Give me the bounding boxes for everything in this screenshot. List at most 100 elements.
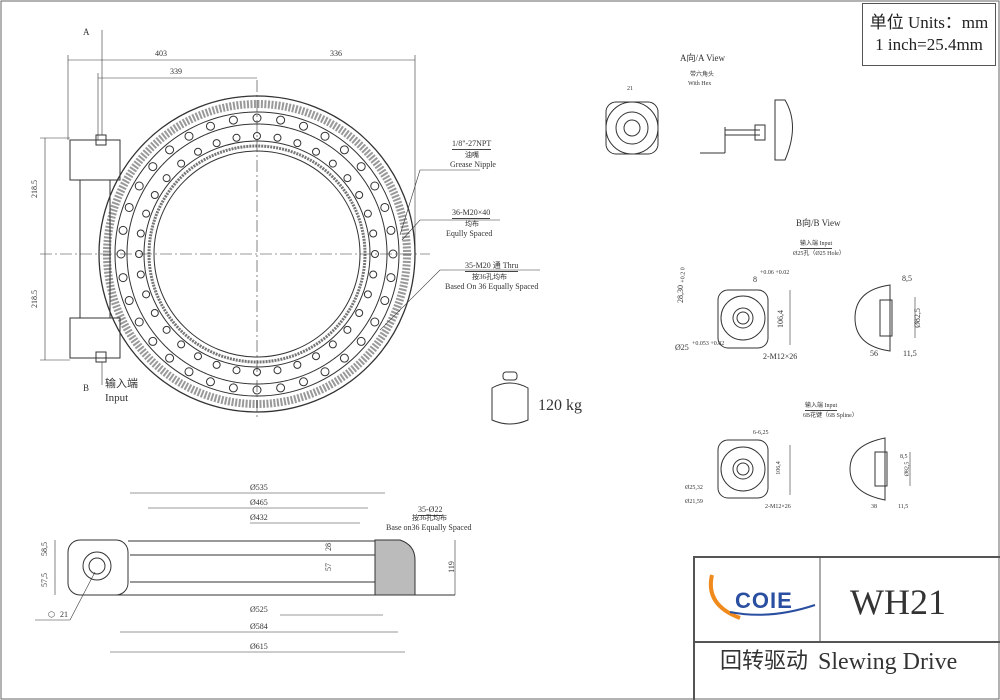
bolt-hole: [205, 121, 215, 131]
input-label-en: Input: [105, 392, 129, 404]
bolt-hole: [328, 159, 337, 168]
bolt-hole: [356, 336, 366, 346]
bolt-hole: [356, 162, 366, 172]
bolt-hole: [228, 115, 238, 125]
units-label: 单位 Units：mm: [869, 13, 989, 32]
bolt-hole: [177, 340, 186, 349]
bolt-hole: [194, 352, 202, 361]
bolt-hole: [165, 353, 175, 363]
product-name-cn: 回转驱动: [720, 648, 809, 673]
b-hole-d25: Ø25: [675, 343, 689, 352]
bolt-hole: [232, 133, 241, 142]
b-spline-d8-5: 8,5: [900, 454, 908, 460]
bolt-hole: [134, 317, 144, 327]
b-spline-line1: 输入端 Input: [805, 403, 838, 411]
dim-339: 339: [170, 67, 182, 76]
bolt-hole: [142, 290, 151, 299]
bolt-en: Eqully Spaced: [446, 229, 493, 238]
a-view-en: With Hex: [688, 81, 712, 87]
view-b-marker: B: [83, 383, 90, 393]
bolt-hole: [184, 131, 194, 141]
b-hole-d56: 56: [870, 349, 878, 358]
bolt-hole: [150, 309, 159, 317]
a-view-title: A向/A View: [680, 53, 726, 63]
b-view-hole-drawing: [717, 284, 916, 352]
grease-spec: 1/8"-27NPT: [452, 139, 492, 150]
bolt-hole: [328, 340, 337, 349]
bolt-hole: [136, 270, 145, 279]
bolt-hole: [124, 296, 134, 306]
input-label-cn: 输入端: [105, 378, 138, 390]
bolt-hole: [312, 352, 320, 361]
weight-label: 120 kg: [538, 397, 582, 414]
b-spline-d25-32: Ø25,32: [685, 485, 703, 491]
bolt-hole: [142, 209, 151, 218]
bolt-hole: [162, 325, 171, 334]
bolt-hole: [355, 191, 364, 199]
bolt-hole: [312, 147, 320, 156]
dim-d535: Ø535: [250, 483, 268, 492]
gearbox-top-view: [69, 30, 121, 385]
bolt-hole: [293, 360, 302, 369]
b-spline-m12: 2-M12×26: [765, 504, 791, 510]
side-holes-cn: 按36孔均布: [412, 514, 447, 522]
bolt-cn: 均布: [465, 220, 479, 228]
bolt-hole: [369, 270, 378, 279]
bolt-hole: [134, 181, 144, 191]
model-number: WH21: [850, 582, 946, 622]
bolt-hole: [118, 225, 128, 235]
bolt-hole: [148, 336, 158, 346]
dim-d432: Ø432: [250, 513, 268, 522]
side-holes-spec: 35-Ø22: [418, 505, 443, 516]
b-hole-d28-tol: +0.2 0: [680, 267, 687, 283]
product-name-en: Slewing Drive: [818, 649, 958, 675]
dim-336: 336: [330, 49, 342, 58]
dim-28: 28: [324, 543, 333, 551]
bolt-hole: [162, 174, 171, 183]
b-spline-line2: 6B花键（6B Spline）: [803, 413, 858, 419]
bolt-hole: [343, 325, 352, 334]
bolt-hole: [205, 377, 215, 387]
b-hole-line1: 输入端 Input: [800, 241, 833, 249]
bolt-hole: [380, 296, 390, 306]
bolt-hole: [293, 139, 302, 148]
bolt-hole: [228, 383, 238, 393]
inner-bolt-holes: [135, 132, 379, 376]
dim-d525: Ø525: [250, 605, 268, 614]
thru-spec: 35-M20 通 Thru: [465, 261, 519, 272]
weight-icon: [491, 371, 529, 425]
bolt-hole: [273, 133, 282, 142]
a-view-dim: 21: [627, 86, 633, 92]
side-view-drawing: [35, 492, 456, 653]
b-spline-d6: 6-6,25: [753, 430, 769, 436]
b-spline-d82-5: Ø82,5: [904, 461, 911, 477]
title-block: [693, 556, 1000, 700]
bolt-hole: [273, 366, 282, 375]
dim-58-5: 58,5: [40, 542, 49, 556]
bolt-hole: [386, 273, 396, 283]
bolt-hole: [320, 131, 330, 141]
bolt-hole: [276, 383, 286, 393]
dim-119: 119: [446, 561, 456, 573]
grease-en: Grease Nipple: [450, 160, 496, 169]
bolt-hole: [339, 145, 349, 155]
bolt-hole: [165, 145, 175, 155]
dim-d584: Ø584: [250, 622, 268, 631]
units-box: 单位 Units：mm 1 inch=25.4mm: [862, 3, 996, 66]
b-hole-d25-tol: +0.053 +0.02: [692, 341, 725, 347]
bolt-hole: [232, 366, 241, 375]
a-view-drawing: [605, 99, 793, 161]
brand-logo-swoosh-blue: [729, 604, 816, 616]
b-view-title: B向/B View: [796, 218, 841, 228]
b-view-spline-drawing: [717, 437, 911, 501]
b-spline-d11-5: 11,5: [898, 504, 909, 510]
thru-en: Based On 36 Equally Spaced: [445, 282, 539, 291]
dim-57-5: 57,5: [40, 573, 49, 587]
b-hole-d82-5: Ø82,5: [912, 308, 922, 328]
b-spline-d106: 106,4: [775, 461, 782, 475]
a-view-cn: 带六角头: [690, 72, 715, 78]
bolt-hole: [212, 360, 221, 369]
